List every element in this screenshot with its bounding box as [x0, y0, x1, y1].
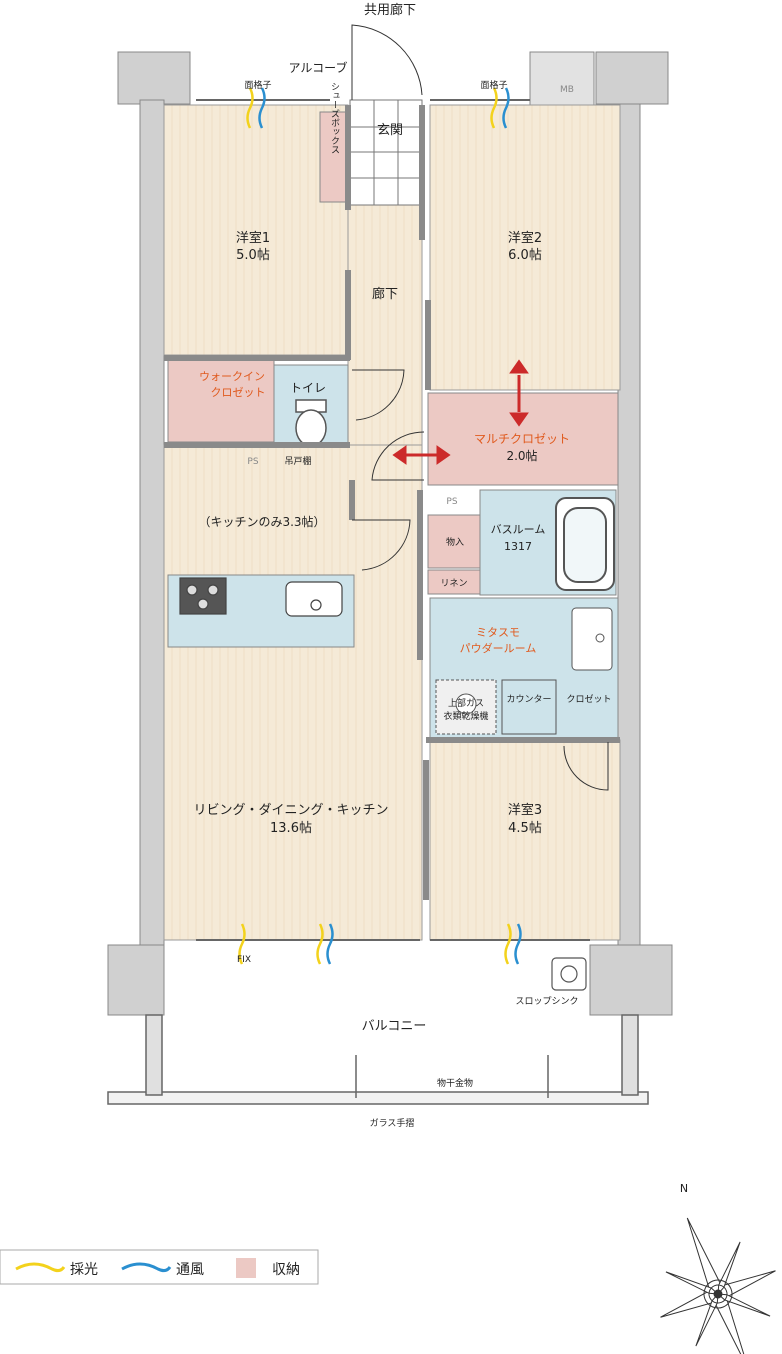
kitchen-only-label: （キッチンのみ3.3帖） [198, 514, 325, 529]
ps2-label: PS [446, 497, 457, 507]
multi-closet-arrows [392, 359, 529, 465]
shoebox-label: シューズボックス [329, 82, 340, 154]
storage-legend-swatch [236, 1258, 256, 1278]
light-vent-marks [238, 87, 522, 965]
fix-label: FIX [237, 955, 251, 965]
room2-size: 6.0帖 [508, 248, 542, 263]
alcove-label: アルコーブ [289, 60, 348, 75]
multi-closet-label: マルチクロゼット [474, 432, 570, 446]
legend-ventilation-label: 通風 [176, 1262, 204, 1278]
linen-label: リネン [440, 578, 467, 589]
slop-sink-fixture [551, 957, 587, 991]
ldk-name: リビング・ダイニング・キッチン [193, 803, 388, 818]
entrance-floor [349, 99, 423, 206]
gas-dryer-label-1: 上部ガス [448, 697, 484, 709]
floors [163, 104, 621, 941]
walkin-label-1: ウォークイン [199, 370, 265, 383]
powder-label-1: ミタスモ [476, 626, 520, 639]
hallway-label: 廊下 [372, 286, 398, 302]
interior-walls [164, 105, 620, 900]
balcony-rail [107, 1014, 649, 1105]
compass-icon [660, 1217, 776, 1354]
legend-daylight-label: 採光 [70, 1262, 98, 1278]
toilet-fixture [295, 399, 327, 447]
walkin-label-2: クロゼット [211, 386, 266, 399]
toilet-label: トイレ [290, 381, 326, 395]
corridor-label: 共用廊下 [364, 2, 416, 18]
exterior-walls [107, 51, 673, 1016]
room3-name: 洋室3 [508, 802, 542, 818]
legend-storage-label: 収納 [272, 1262, 300, 1278]
room2-name: 洋室2 [508, 230, 542, 246]
powder-label-2: パウダールーム [460, 641, 537, 655]
slop-sink-label: スロップシンク [515, 996, 578, 1007]
ldk-size: 13.6帖 [270, 821, 312, 836]
lattice-left-label: 面格子 [244, 79, 271, 91]
entrance-label: 玄関 [377, 123, 403, 138]
laundry-hardware-label: 物干金物 [437, 1077, 473, 1089]
lattice-right-label: 面格子 [480, 79, 507, 91]
room3-size: 4.5帖 [508, 821, 542, 836]
balcony-label: バルコニー [362, 1019, 427, 1034]
plan-labels: 共用廊下 アルコーブ 面格子 面格子 MB 玄関 シューズボックス 廊下 洋室1… [70, 2, 688, 1278]
closet-label: クロゼット [566, 693, 611, 705]
door-swings [351, 24, 609, 791]
kitchen-fixtures [179, 577, 343, 617]
gas-dryer-label-2: 衣類乾燥機 [443, 710, 488, 722]
ventilation-legend-icon [121, 1262, 172, 1273]
counter-label: カウンター [506, 694, 551, 705]
glass-railing-label: ガラス手摺 [370, 1117, 415, 1129]
hanging-shelf-label: 吊戸棚 [284, 455, 311, 467]
vanity [435, 607, 613, 735]
multi-closet-size: 2.0帖 [506, 448, 537, 463]
daylight-legend-icon [15, 1262, 66, 1273]
ps1-label: PS [247, 457, 258, 467]
compass-north-label: N [680, 1182, 688, 1195]
legend-box [0, 1249, 319, 1285]
room1-name: 洋室1 [236, 230, 270, 246]
storage-label: 物入 [446, 536, 464, 548]
bathtub [555, 497, 615, 591]
bathroom-label-1: バスルーム [491, 523, 546, 536]
bathroom-label-2: 1317 [504, 540, 532, 553]
mb-label: MB [560, 85, 574, 95]
room1-size: 5.0帖 [236, 248, 270, 263]
